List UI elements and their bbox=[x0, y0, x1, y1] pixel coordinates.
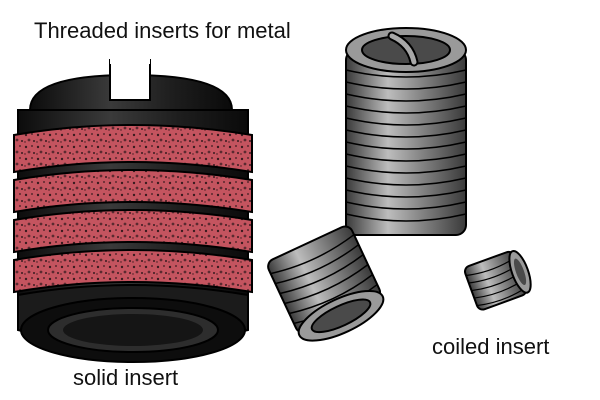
medium-coiled-insert-icon bbox=[267, 225, 385, 342]
solid-insert-label: solid insert bbox=[73, 365, 179, 390]
solid-threaded-insert-icon bbox=[13, 58, 253, 363]
small-coiled-insert-icon bbox=[463, 249, 532, 311]
page-title: Threaded inserts for metal bbox=[34, 18, 291, 43]
coiled-insert-label: coiled insert bbox=[432, 334, 550, 359]
large-coiled-insert-icon bbox=[345, 27, 467, 236]
